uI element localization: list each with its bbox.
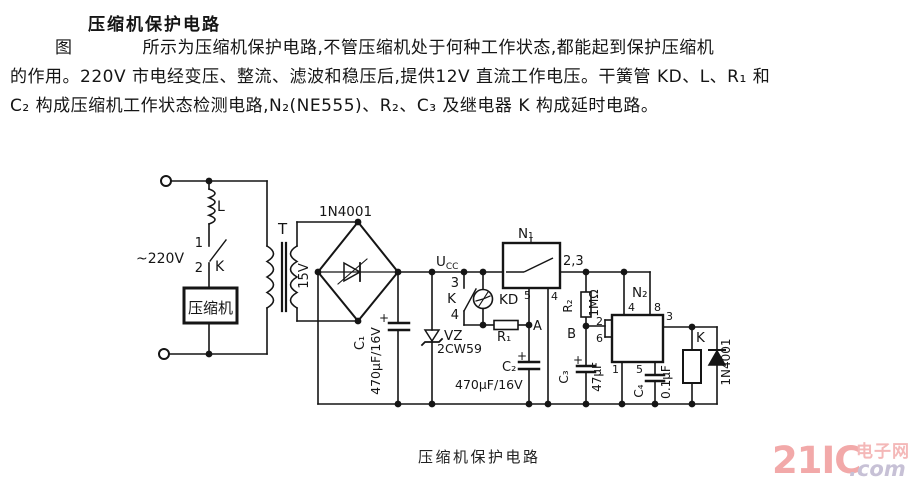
circuit-wires [168, 180, 727, 405]
label-n2-pin-3: 3 [666, 310, 673, 323]
label-c4: C₄ [632, 384, 646, 397]
label-vz-value: 2CW59 [437, 341, 482, 356]
label-n2-pin-5: 5 [636, 363, 643, 376]
label-n2: N₂ [632, 285, 648, 301]
label-main-contact-2: 2 [195, 261, 203, 276]
primary-coil [265, 244, 275, 310]
label-c1-plus: + [379, 311, 389, 325]
paragraph-line-3: C₂ 构成压缩机工作状态检测电路,N₂(NE555)、R₂、C₃ 及继电器 K … [10, 96, 659, 116]
page-title: 压缩机保护电路 [88, 15, 221, 35]
inductor-coil [206, 187, 216, 226]
label-relay: K [696, 330, 706, 346]
figure-caption: 压缩机保护电路 [418, 448, 541, 466]
paragraph-line-2: 的作用。220V 市电经变压、整流、滤波和稳压后,提供12V 直流工作电压。干簧… [10, 67, 771, 87]
label-r2: R₂ [561, 299, 575, 312]
label-c1: C₁ [353, 336, 368, 350]
label-c3-plus: + [573, 353, 583, 367]
n1-box [501, 241, 562, 290]
label-n2-pin-8: 8 [654, 301, 661, 314]
logo-cn-text: 电子网 [856, 442, 910, 462]
compressor-box [182, 286, 239, 325]
label-node-a: A [533, 319, 542, 334]
label-r1: R₁ [497, 330, 511, 345]
label-c2-plus: + [517, 349, 527, 363]
logo-brand-text: 21IC [772, 439, 861, 482]
label-aux-switch: K [447, 291, 457, 307]
label-source-voltage: ~220V [136, 251, 184, 267]
label-r2-value: 1MΩ [587, 289, 601, 316]
label-n1-pins-23: 2,3 [563, 254, 584, 269]
label-secondary-voltage: 15V [297, 263, 312, 289]
label-aux-contact-3: 3 [451, 276, 459, 291]
label-n1-pin-4: 4 [551, 290, 558, 303]
label-compressor: 压缩机 [188, 299, 233, 317]
relay-coil [682, 349, 702, 384]
label-c3-value: 47μF [590, 362, 604, 392]
label-vz: VZ [444, 328, 462, 344]
label-n1-pin-5: 5 [524, 289, 531, 302]
n2-box [610, 313, 665, 364]
label-c2-value: 470μF/16V [455, 377, 523, 392]
label-n1: N₁ [518, 226, 534, 242]
label-inductor: L [217, 199, 225, 215]
label-node-b: B [567, 327, 576, 342]
label-c4-value: 0.1μF [659, 365, 673, 399]
label-n2-pin-4: 4 [628, 301, 635, 314]
label-transformer: T [277, 220, 288, 238]
label-aux-contact-4: 4 [451, 308, 459, 323]
junction-dots [205, 177, 696, 408]
label-supply-rail: UCC [436, 254, 458, 272]
label-main-contact-1: 1 [195, 236, 203, 251]
secondary-coil [289, 244, 299, 310]
circuit-components [158, 175, 702, 384]
r1-body [493, 319, 519, 331]
n1-contact-symbol [506, 237, 554, 273]
label-c3: C₃ [557, 370, 571, 383]
paragraph-line-1: 图 所示为压缩机保护电路,不管压缩机处于何种工作状态,都能起到保护压缩机 [55, 38, 715, 58]
label-c1-value: 470μF/16V [368, 327, 383, 395]
label-n2-pin-1: 1 [612, 363, 619, 376]
description-paragraph: 图 所示为压缩机保护电路,不管压缩机处于何种工作状态,都能起到保护压缩机 的作用… [10, 34, 904, 121]
label-flyback-diode: 1N4001 [719, 338, 733, 385]
site-logo: 21IC 电子网 .com [770, 440, 913, 486]
label-c2: C₂ [502, 360, 516, 375]
zener-diode [423, 329, 441, 343]
logo-com-text: .com [849, 457, 906, 481]
r2-body [580, 291, 592, 318]
label-main-switch: K [215, 259, 225, 275]
label-bridge-diodes: 1N4001 [319, 204, 372, 220]
circuit-labels: ~220V L 1 2 K 压缩机 T 15V 1N4001 C₁ 470μF/… [136, 199, 733, 399]
label-n2-pin-6: 6 [596, 332, 603, 345]
terminal-top [160, 175, 172, 187]
label-reed-switch: KD [499, 292, 518, 308]
terminal-bottom [158, 348, 170, 360]
label-n2-pin-2: 2 [596, 315, 603, 328]
